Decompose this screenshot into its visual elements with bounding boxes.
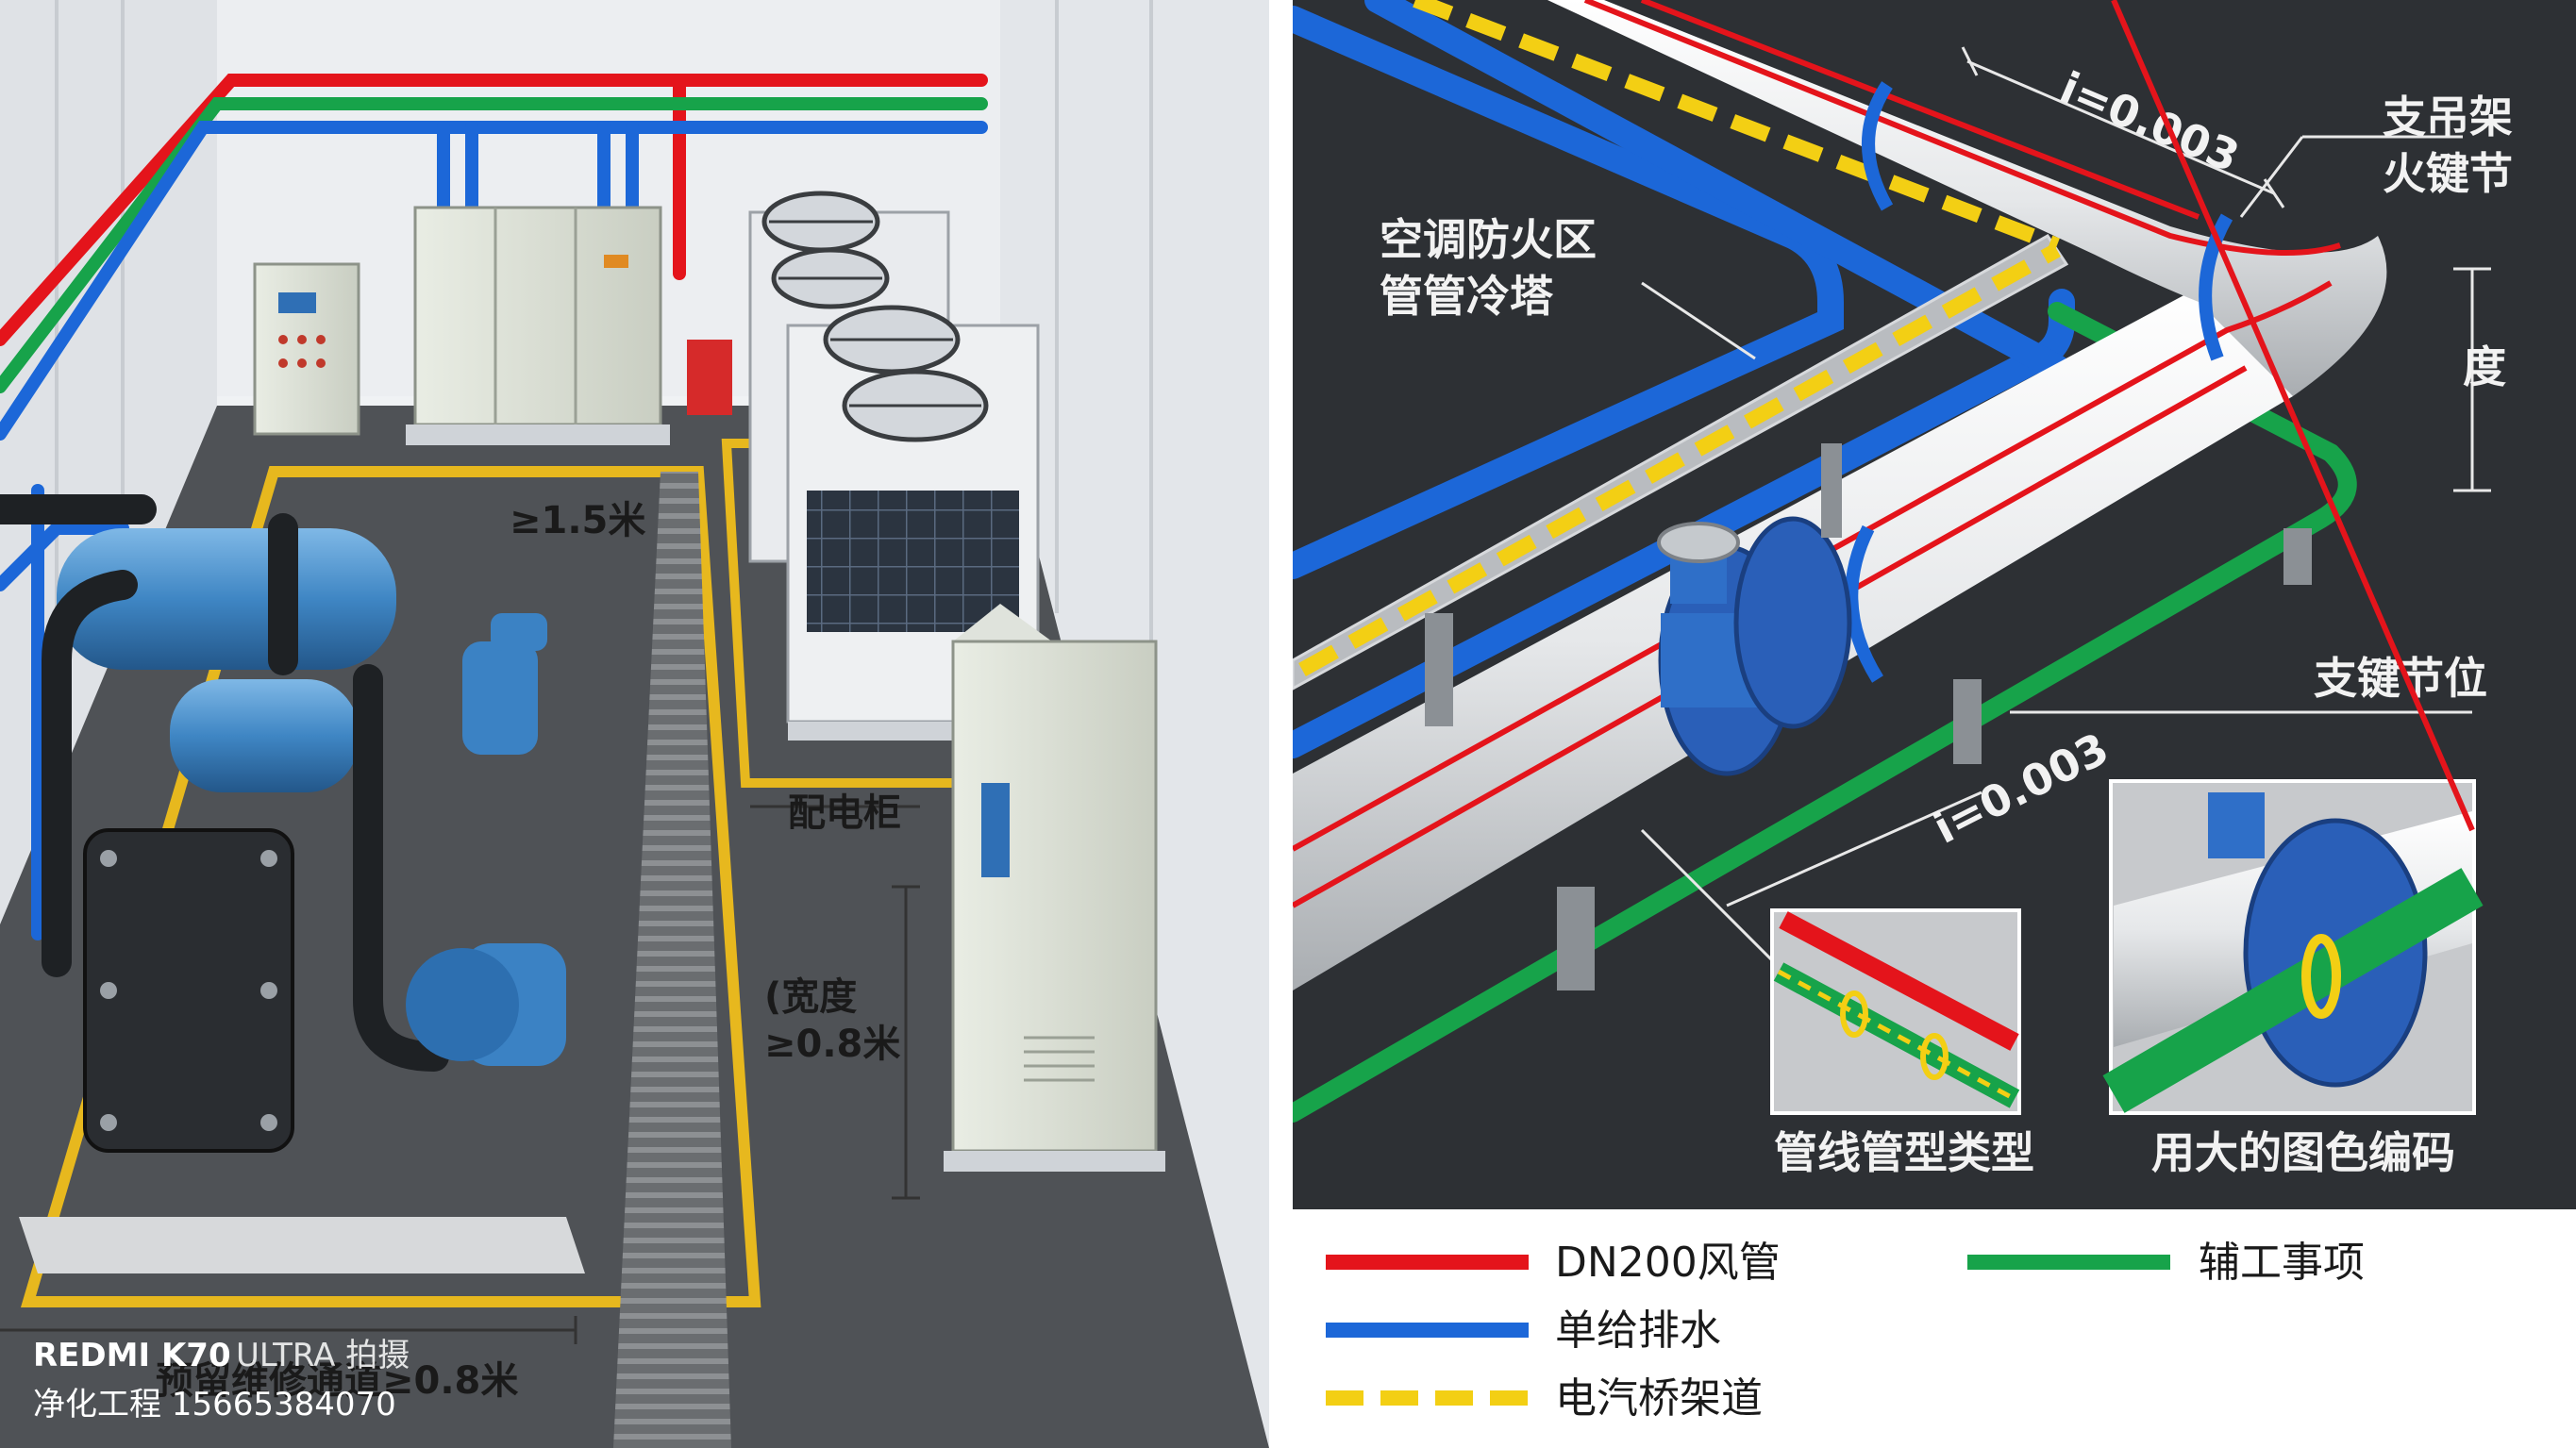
distribution-cabinet [944,604,1165,1172]
control-box [253,262,360,436]
maintenance-channel-grating [613,472,731,1448]
label-distribution-cabinet: 配电柜 [788,791,901,835]
svg-text:单给排水: 单给排水 [1555,1307,1721,1355]
panel-divider [1269,0,1293,1448]
svg-text:DN200风管: DN200风管 [1555,1239,1781,1287]
legend-item-water-supply: 单给排水 [1326,1307,1721,1355]
legend-item-dn200-duct: DN200风管 [1326,1239,1781,1287]
label-degree: 度 [2463,341,2506,392]
chiller-unit [0,494,585,1273]
label-fire-zone-line1: 空调防火区 [1380,214,1597,265]
svg-text:辅工事项: 辅工事项 [2199,1239,2365,1287]
watermark-rest: ULTRA 拍摄 [236,1337,410,1374]
inset1-caption: 管线管型类型 [1774,1127,2034,1178]
ceiling-pipe-blue [0,121,988,940]
inset-pipe-types [1770,908,2021,1115]
label-fire-zone-line2: 管管冷塔 [1380,271,1554,322]
legend: DN200风管 单给排水 电汽桥架道 辅工事项 [1293,1209,2576,1448]
dim-clearance-top: ≥1.5米 [510,499,645,542]
watermark-phone: 净化工程 15665384070 [33,1386,396,1423]
dim-width-line1: (宽度 [764,975,857,1019]
electrical-cabinet [406,206,670,445]
inline-valve [1657,516,1852,776]
machine-room-panel: ≥1.5米 配电柜 (宽度 ≥0.8米 预留维修通道≥0.8米 REDMI K7… [0,0,1269,1448]
svg-text:电汽桥架道: 电汽桥架道 [1555,1374,1763,1423]
label-maintenance-channel: 预留维修通道≥0.8米 [156,1359,518,1403]
label-support-line2: 火键节 [2383,148,2513,199]
watermark-brand: REDMI K70 [33,1337,231,1374]
fire-box [687,340,732,415]
pipe-detail-panel: i=0.003 i=0.003 支吊架 火键节 度 空调防火区 管管冷塔 支键节… [1280,0,2576,1209]
cooling-tower-units [748,191,1040,741]
inset2-caption: 用大的图色编码 [2151,1127,2455,1178]
green-auxiliary-pipe [1283,302,2357,1123]
ceiling-pipe-green [0,97,988,393]
label-support-line1: 支吊架 [2383,92,2513,142]
legend-item-auxiliary: 辅工事项 [1967,1239,2365,1287]
dim-width-line2: ≥0.8米 [764,1023,900,1066]
legend-item-cable-tray: 电汽桥架道 [1326,1374,1763,1423]
ceiling-pipe-red [0,74,988,346]
inset-color-coding [2102,0,2484,1115]
main-white-duct [1291,0,2387,990]
